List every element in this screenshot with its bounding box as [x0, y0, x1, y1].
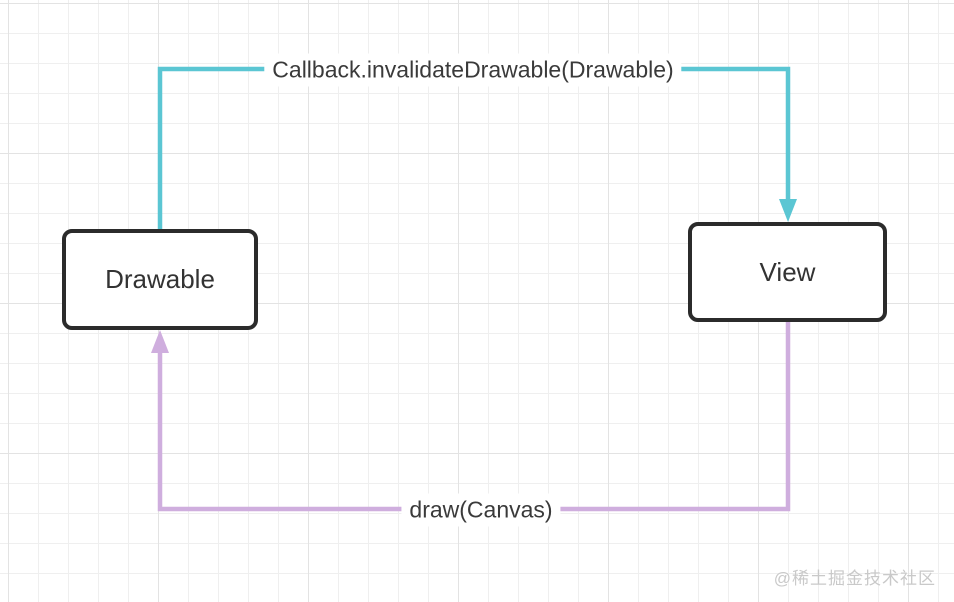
node-view: View	[688, 222, 887, 322]
edge-draw-canvas-arrowhead	[151, 330, 169, 353]
node-drawable-label: Drawable	[105, 264, 215, 294]
edge-label-draw-canvas: draw(Canvas)	[401, 493, 561, 527]
edge-invalidate-drawable-arrowhead	[779, 199, 797, 222]
edge-invalidate-drawable-line	[157, 66, 791, 229]
node-drawable: Drawable	[62, 229, 258, 330]
edge-label-invalidate-drawable: Callback.invalidateDrawable(Drawable)	[264, 53, 682, 87]
watermark: @稀土掘金技术社区	[773, 569, 936, 588]
node-view-label: View	[759, 256, 816, 287]
edge-draw-canvas-line	[157, 322, 791, 512]
